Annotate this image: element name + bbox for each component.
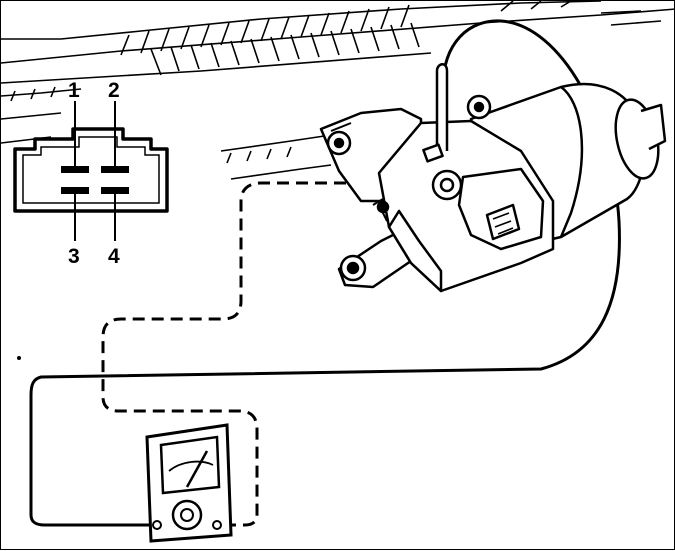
pin-label-4: 4 <box>108 245 120 268</box>
connector-pin-3 <box>61 187 89 194</box>
body-panel-hatching <box>1 1 675 180</box>
connector-pin-4 <box>101 187 129 194</box>
pin-label-2: 2 <box>108 79 120 102</box>
stray-dot <box>17 356 21 360</box>
solid-test-lead <box>29 19 621 527</box>
meter-needle <box>185 450 209 488</box>
meter-terminal-right <box>212 520 222 530</box>
wiper-motor-icon <box>319 63 667 293</box>
pin-label-3: 3 <box>68 245 80 268</box>
connector-pin-2 <box>101 166 129 173</box>
meter-dial-knob <box>171 499 203 531</box>
analog-meter-icon <box>145 423 233 543</box>
connector-pin-1 <box>61 166 89 173</box>
connector-plug-icon <box>13 101 169 241</box>
pin-label-1: 1 <box>68 79 80 102</box>
meter-terminal-left <box>152 520 162 530</box>
dashed-test-lead <box>101 181 403 527</box>
